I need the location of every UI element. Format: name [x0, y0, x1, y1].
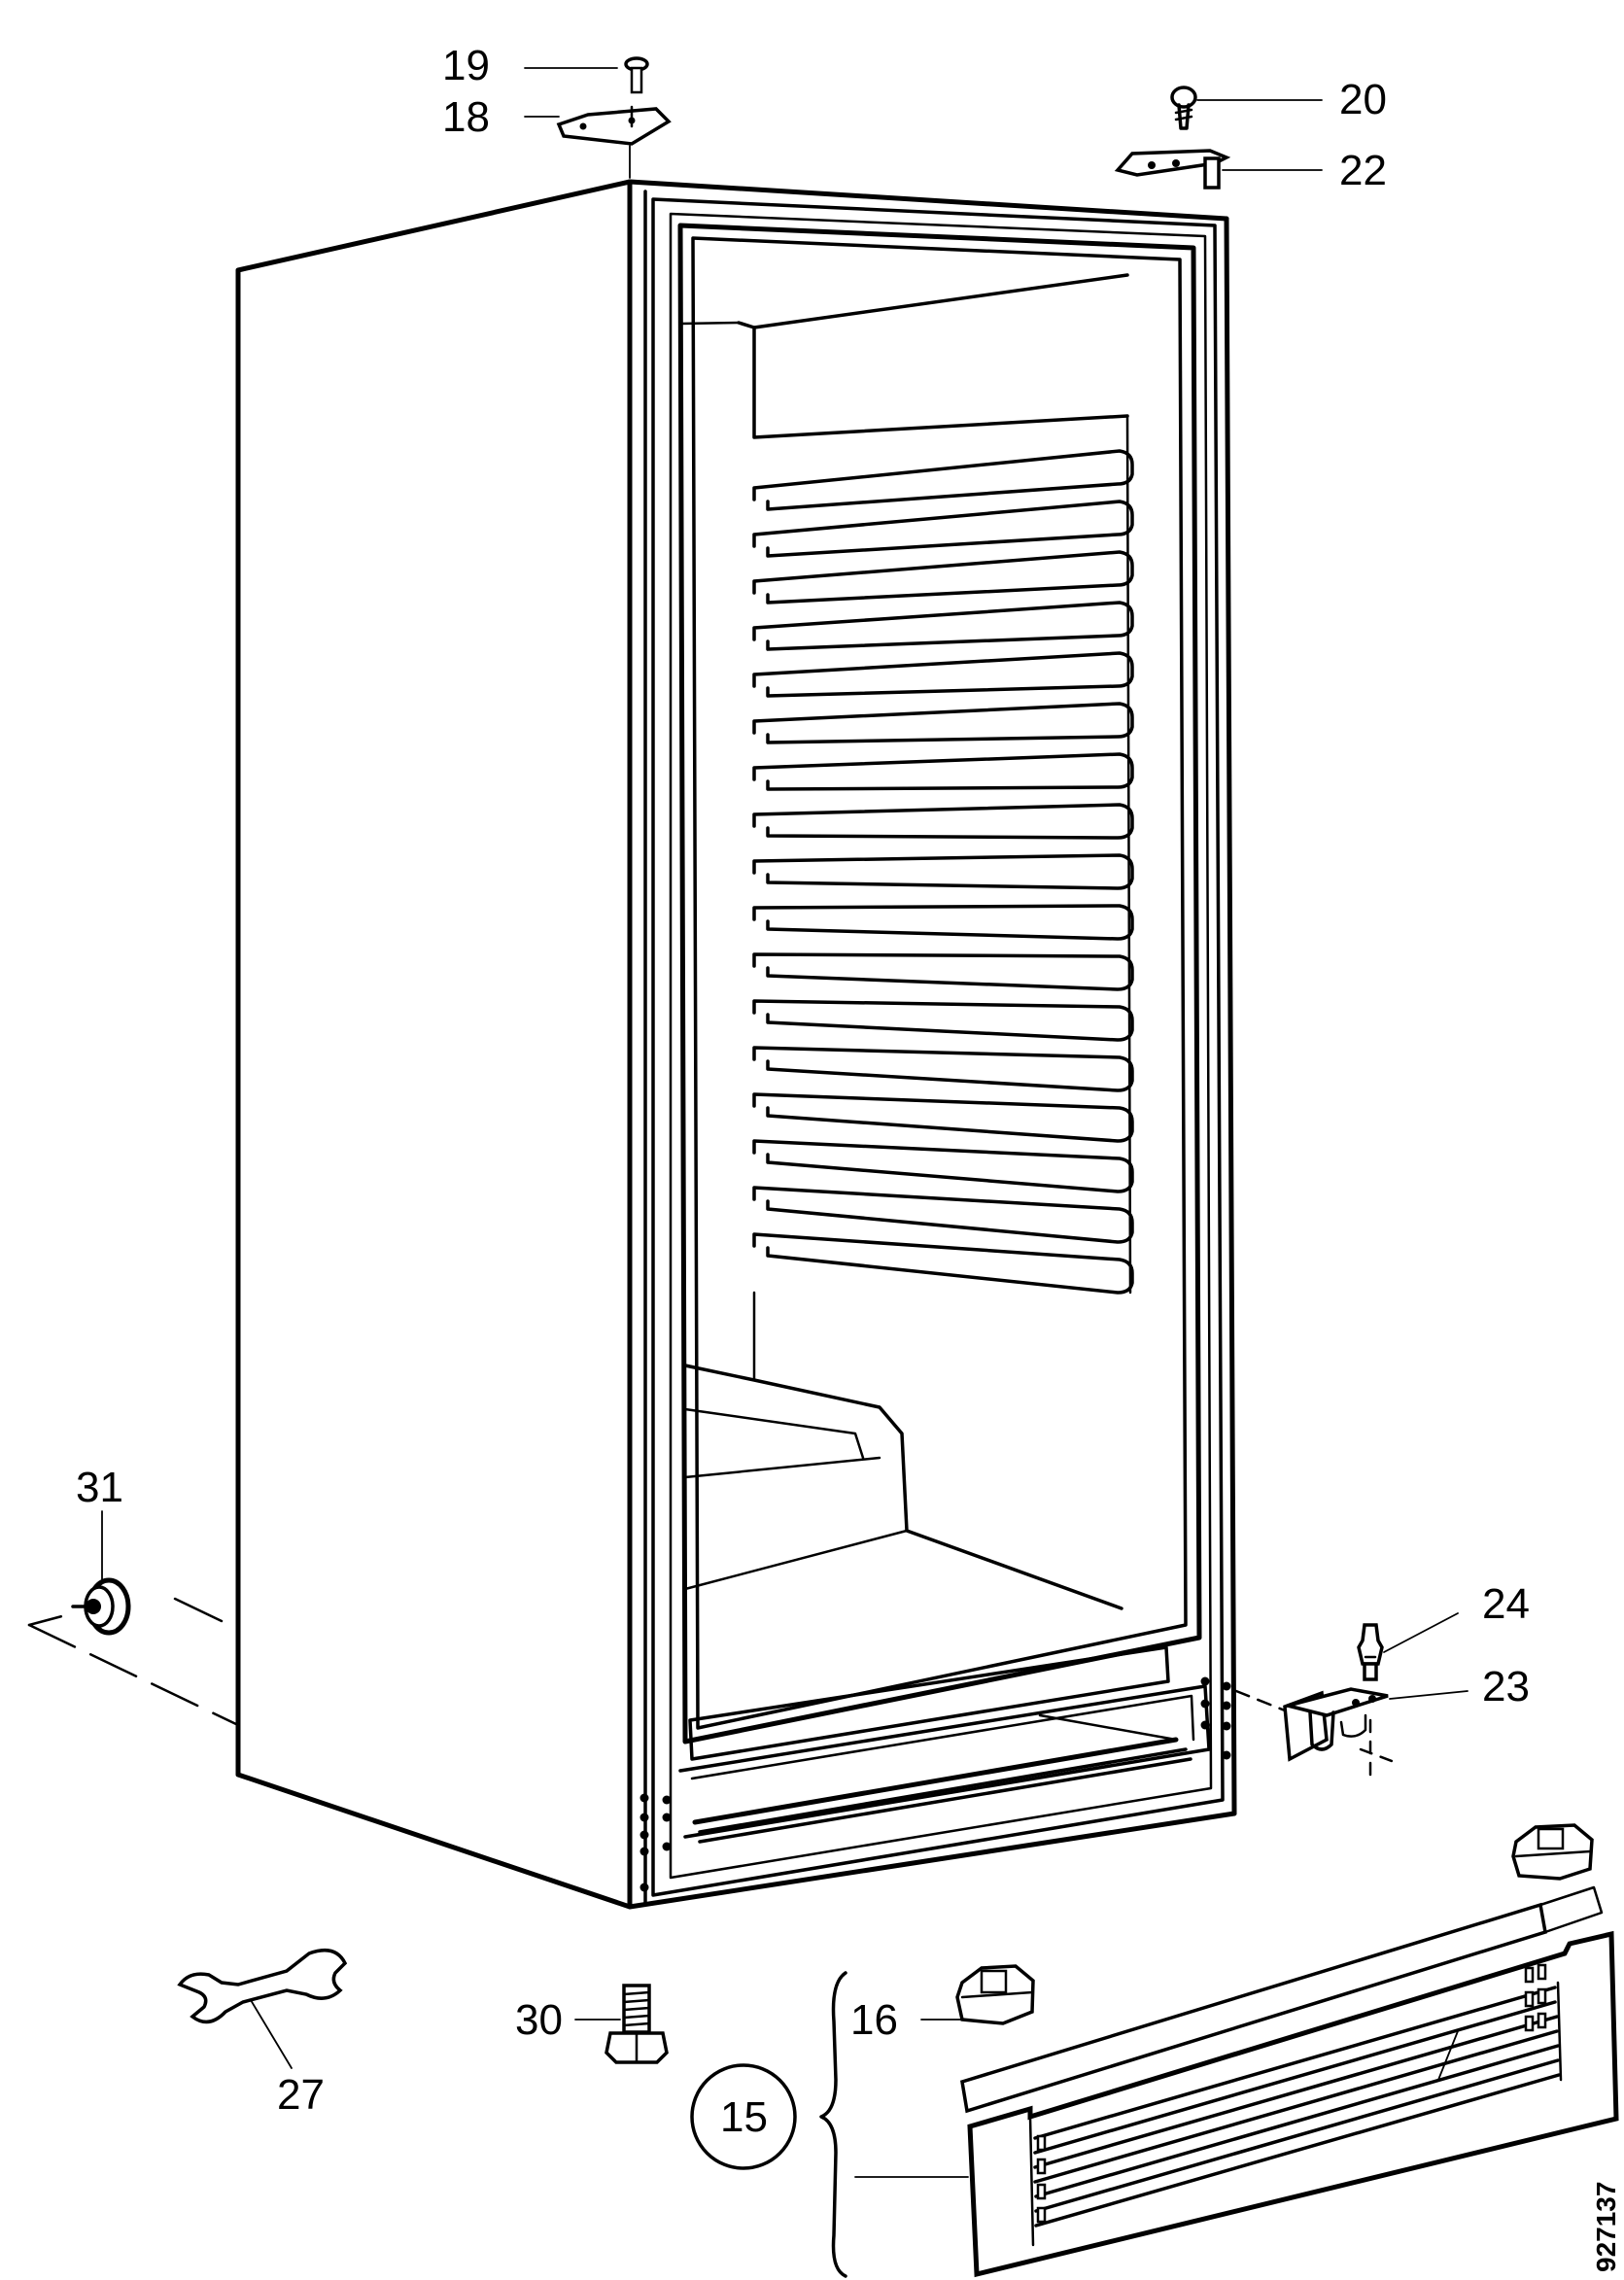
shelf-rail [752, 1046, 1134, 1092]
grille-end-marks [1036, 1963, 1547, 2224]
shelf-rail [752, 1232, 1134, 1295]
shelf-rail [752, 449, 1134, 511]
hinge-holes-left [639, 1793, 672, 1892]
part-20-screw [1170, 86, 1197, 130]
callout-27: 27 [277, 2071, 325, 2119]
shelf-rail [752, 1092, 1134, 1143]
part-16-clip-upper [1511, 1823, 1594, 1881]
leader-23 [1389, 1690, 1469, 1700]
part-24-hinge-pin [1357, 1623, 1384, 1681]
shelf-rail [752, 500, 1134, 558]
part-15-kick-plate-assembly [960, 1885, 1619, 2278]
shelf-rail [752, 904, 1134, 941]
shelf-rail [752, 952, 1134, 991]
shelf-rail [752, 752, 1134, 791]
axis-31-a [27, 1611, 75, 1627]
part-31-roller-wheel [71, 1577, 131, 1636]
shelf-rail [752, 1186, 1134, 1244]
shelf-rails [752, 449, 1134, 1295]
shelf-rail [752, 702, 1134, 744]
part-22-hinge-pin-bracket [1114, 149, 1231, 190]
bottom-grille-opening [678, 1645, 1211, 1844]
part-18-top-hinge-plate [556, 105, 672, 146]
assembly-brace [819, 1971, 847, 2278]
leader-24 [1383, 1612, 1459, 1653]
part-27-spanner [177, 1948, 348, 2024]
callout-19: 19 [442, 42, 490, 89]
shelf-rail [752, 803, 1134, 840]
drawing-number: 927137 [1591, 2182, 1621, 2272]
callout-22: 22 [1339, 147, 1387, 194]
shelf-rail [752, 999, 1134, 1042]
callout-18: 18 [442, 93, 490, 141]
axis-31-b [27, 1623, 240, 1727]
hinge-holes-right [1200, 1676, 1231, 1760]
axis-31-c [173, 1597, 224, 1623]
axis-23-a [1234, 1689, 1287, 1712]
leader-27 [250, 1999, 293, 2069]
axis-23-c [1359, 1747, 1401, 1766]
tick-mark [1437, 2030, 1459, 2081]
callout-23: 23 [1482, 1663, 1530, 1710]
shelf-rail [752, 853, 1134, 890]
shelf-rail [752, 1139, 1134, 1193]
shelf-rail [752, 550, 1134, 605]
callout-30: 30 [515, 1996, 563, 2044]
cabinet-body [235, 179, 1237, 1910]
inner-liner [677, 223, 1202, 1745]
part-19-screw [624, 56, 649, 94]
part-23-bottom-hinge [1283, 1687, 1389, 1762]
shelf-rail [752, 601, 1134, 651]
callout-15: 15 [720, 2093, 768, 2141]
callout-16: 16 [850, 1996, 898, 2044]
part-30-adjustable-foot [605, 1984, 669, 2064]
callout-20: 20 [1339, 76, 1387, 123]
callout-15-circle [690, 2063, 797, 2170]
callout-24: 24 [1482, 1580, 1530, 1628]
part-16-clip-lower [955, 1964, 1035, 2025]
shelf-rail [752, 651, 1134, 698]
callout-31: 31 [76, 1464, 123, 1511]
